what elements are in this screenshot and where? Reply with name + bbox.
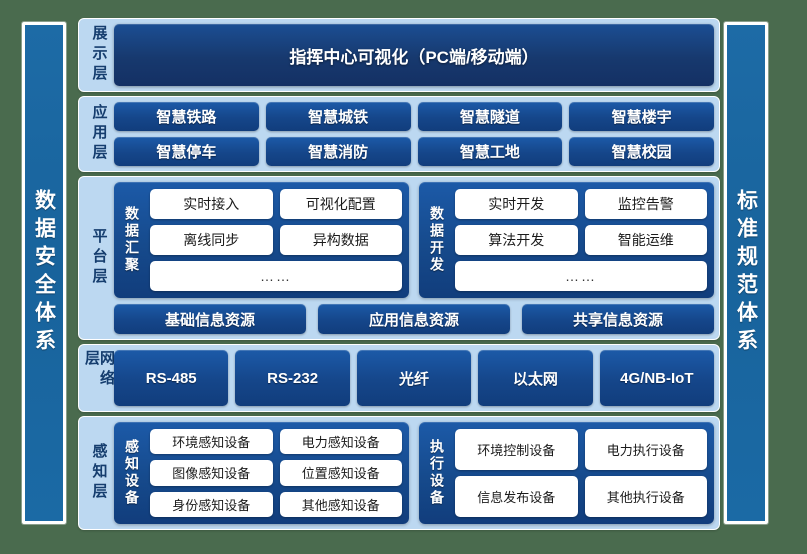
capability-box-more[interactable]: …… [150,261,402,291]
network-row: RS-485 RS-232 光纤 以太网 4G/NB-IoT [114,350,715,406]
capability-box-more[interactable]: …… [455,261,707,291]
app-box[interactable]: 智慧城铁 [265,102,411,131]
group-actuator-devices-label-text: 执行设备 [429,439,445,507]
layer-network-body: RS-485 RS-232 光纤 以太网 4G/NB-IoT [114,350,715,406]
device-box[interactable]: 环境感知设备 [150,429,273,455]
resource-box[interactable]: 共享信息资源 [522,304,714,334]
layer-platform-label: 平台层 [84,182,114,334]
platform-resource-row: 基础信息资源 应用信息资源 共享信息资源 [114,304,714,334]
network-box[interactable]: RS-485 [114,350,229,406]
command-center-visualization-box[interactable]: 指挥中心可视化（PC端/移动端） [114,24,714,86]
device-box[interactable]: 位置感知设备 [279,460,402,486]
group-actuator-devices-grid: 环境控制设备 电力执行设备 信息发布设备 其他执行设备 [455,429,707,517]
group-data-aggregation: 数据汇聚 实时接入 可视化配置 离线同步 异构数据 [114,182,409,298]
pillar-data-security: 数据安全体系 [22,22,66,524]
group-sensing-devices: 感知设备 环境感知设备 电力感知设备 图像感知设备 位置感知设备 身份感知设备 [114,422,409,524]
network-box[interactable]: 以太网 [478,350,593,406]
group-sensing-devices-label-text: 感知设备 [124,439,140,507]
grid-row: 身份感知设备 其他感知设备 [150,491,402,517]
layer-stack: 展示层 指挥中心可视化（PC端/移动端） 应用层 智慧铁路 智慧城铁 智慧隧道 … [78,18,720,530]
layer-sense-body: 感知设备 环境感知设备 电力感知设备 图像感知设备 位置感知设备 身份感知设备 [114,422,714,524]
layer-network: 网络层 RS-485 RS-232 光纤 以太网 4G/NB-IoT [78,344,720,412]
group-data-development-label-text: 数据开发 [429,206,445,274]
device-box[interactable]: 其他执行设备 [584,476,707,517]
layer-display: 展示层 指挥中心可视化（PC端/移动端） [78,18,720,92]
grid-row: …… [150,261,402,291]
pillar-data-security-label: 数据安全体系 [32,189,56,357]
grid-row: 实时开发 监控告警 [455,189,707,219]
capability-box[interactable]: 实时开发 [455,189,578,219]
layer-application-label-text: 应用层 [90,104,108,164]
group-sensing-devices-grid: 环境感知设备 电力感知设备 图像感知设备 位置感知设备 身份感知设备 其他感知设… [150,429,402,517]
capability-box[interactable]: 可视化配置 [279,189,402,219]
resource-box[interactable]: 基础信息资源 [114,304,306,334]
layer-network-label: 网络层 [83,350,115,406]
pillar-standard-specification-label: 标准规范体系 [734,189,758,357]
grid-row: 离线同步 异构数据 [150,225,402,255]
pillar-standard-specification: 标准规范体系 [724,22,768,524]
layer-platform-label-text: 平台层 [90,228,108,288]
layer-application: 应用层 智慧铁路 智慧城铁 智慧隧道 智慧楼宇 智慧停车 智慧消防 智慧工地 智… [78,96,720,172]
group-data-development-label: 数据开发 [426,189,448,291]
grid-row: 算法开发 智能运维 [455,225,707,255]
network-box[interactable]: RS-232 [235,350,350,406]
app-box[interactable]: 智慧校园 [569,137,714,166]
layer-sense-label: 感知层 [84,422,114,524]
capability-box[interactable]: 离线同步 [150,225,273,255]
group-data-development-grid: 实时开发 监控告警 算法开发 智能运维 …… [455,189,707,291]
group-data-aggregation-label-text: 数据汇聚 [124,206,140,274]
group-data-aggregation-grid: 实时接入 可视化配置 离线同步 异构数据 …… [150,189,402,291]
layer-platform-body: 数据汇聚 实时接入 可视化配置 离线同步 异构数据 [114,182,714,334]
app-box[interactable]: 智慧停车 [114,137,259,166]
grid-row: 信息发布设备 其他执行设备 [455,476,707,517]
network-box[interactable]: 4G/NB-IoT [599,350,715,406]
capability-box[interactable]: 算法开发 [455,225,578,255]
layer-platform: 平台层 数据汇聚 实时接入 可视化配置 [78,176,720,340]
capability-box[interactable]: 异构数据 [279,225,402,255]
device-box[interactable]: 身份感知设备 [150,491,273,517]
group-sensing-devices-label: 感知设备 [121,429,143,517]
grid-row: 环境感知设备 电力感知设备 [150,429,402,455]
layer-sense: 感知层 感知设备 环境感知设备 电力感知设备 图像感知设备 [78,416,720,530]
platform-groups: 数据汇聚 实时接入 可视化配置 离线同步 异构数据 [114,182,714,298]
device-box[interactable]: 其他感知设备 [279,491,402,517]
layer-sense-label-text: 感知层 [90,443,108,503]
grid-row: 图像感知设备 位置感知设备 [150,460,402,486]
layer-application-body: 智慧铁路 智慧城铁 智慧隧道 智慧楼宇 智慧停车 智慧消防 智慧工地 智慧校园 [114,102,714,166]
device-box[interactable]: 电力执行设备 [584,429,707,470]
capability-box[interactable]: 实时接入 [150,189,273,219]
application-row-2: 智慧停车 智慧消防 智慧工地 智慧校园 [114,137,714,166]
app-box[interactable]: 智慧消防 [265,137,411,166]
layer-display-label: 展示层 [84,24,114,86]
layer-application-label: 应用层 [84,102,114,166]
grid-row: 实时接入 可视化配置 [150,189,402,219]
app-box[interactable]: 智慧隧道 [417,102,563,131]
app-box[interactable]: 智慧铁路 [114,102,259,131]
resource-box[interactable]: 应用信息资源 [318,304,510,334]
device-box[interactable]: 图像感知设备 [150,460,273,486]
device-box[interactable]: 信息发布设备 [455,476,578,517]
group-data-development: 数据开发 实时开发 监控告警 算法开发 智能运维 [419,182,714,298]
grid-row: …… [455,261,707,291]
capability-box[interactable]: 智能运维 [584,225,707,255]
grid-row: 环境控制设备 电力执行设备 [455,429,707,470]
capability-box[interactable]: 监控告警 [584,189,707,219]
device-box[interactable]: 电力感知设备 [279,429,402,455]
app-box[interactable]: 智慧工地 [417,137,563,166]
layer-display-label-text: 展示层 [90,25,108,85]
group-data-aggregation-label: 数据汇聚 [121,189,143,291]
app-box[interactable]: 智慧楼宇 [569,102,714,131]
network-box[interactable]: 光纤 [356,350,472,406]
device-box[interactable]: 环境控制设备 [455,429,578,470]
application-row-1: 智慧铁路 智慧城铁 智慧隧道 智慧楼宇 [114,102,714,131]
group-actuator-devices: 执行设备 环境控制设备 电力执行设备 信息发布设备 其他执行设备 [419,422,714,524]
layer-display-body: 指挥中心可视化（PC端/移动端） [114,24,714,86]
layer-network-label-text: 网络层 [83,350,115,390]
group-actuator-devices-label: 执行设备 [426,429,448,517]
